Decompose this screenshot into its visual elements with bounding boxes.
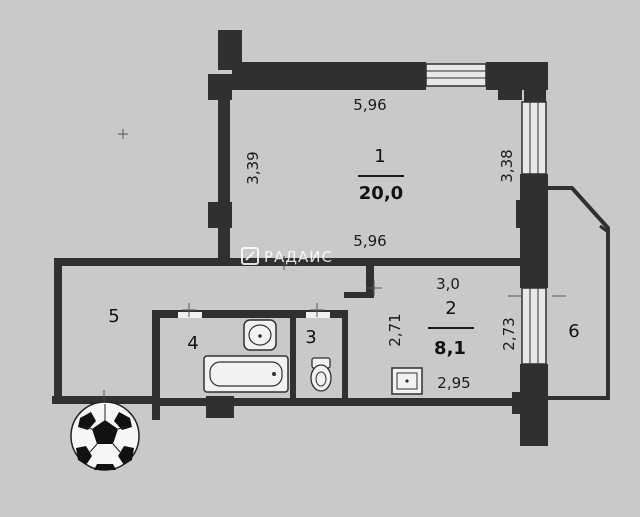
dim-room2-left: 2,71 [386,313,404,346]
soccer-ball-icon [70,401,140,471]
room-1-walls [208,30,548,274]
room-6-number: 6 [568,321,579,342]
toilet-icon [310,357,332,392]
room-5-number: 5 [108,306,119,327]
watermark-text: РАДАИС [264,248,333,266]
room-2-area: 8,1 [434,338,466,359]
dim-room1-top: 5,96 [353,96,386,114]
dim-room2-top: 3,0 [436,275,460,293]
room-2-number: 2 [445,298,456,319]
room-4-number: 4 [187,333,198,354]
room-1-area: 20,0 [359,183,403,204]
room-1-number: 1 [374,146,385,167]
balcony-walls [546,186,610,400]
bathtub-icon [203,355,289,393]
dim-room1-left: 3,39 [244,151,262,184]
sink-icon [243,319,277,351]
room-2-walls [152,266,548,446]
watermark-logo [241,247,259,265]
dim-room2-bottom: 2,95 [437,374,470,392]
dim-room1-right: 3,38 [498,149,516,182]
dim-room2-right: 2,73 [500,317,518,350]
dim-room1-bottom: 5,96 [353,232,386,250]
kitchen-sink-icon [391,367,423,395]
bathroom-walls [152,310,348,420]
room-3-number: 3 [305,327,316,348]
room-5-walls [52,258,230,404]
